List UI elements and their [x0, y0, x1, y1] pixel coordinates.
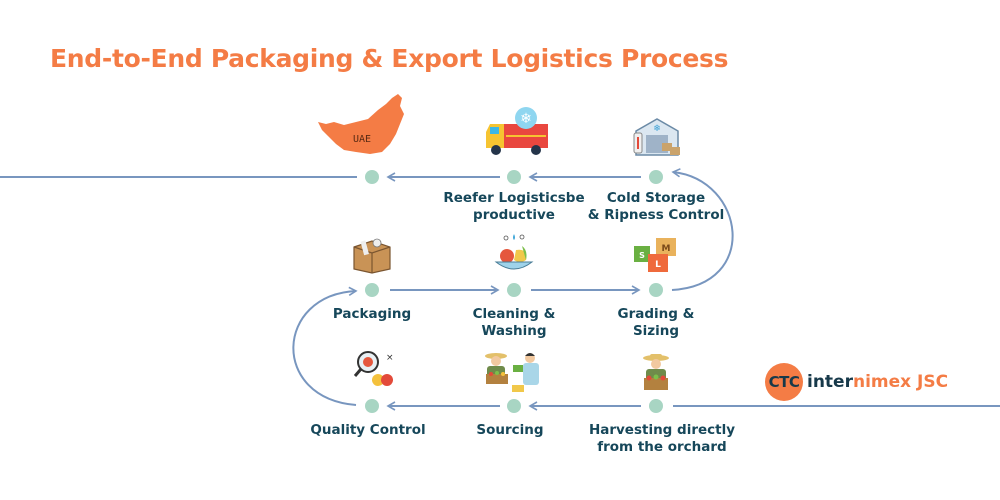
svg-text:M: M: [662, 244, 671, 254]
cold-warehouse-icon: ❄: [633, 118, 680, 156]
node-sourcing: [507, 399, 521, 413]
logo-badge: CTC: [765, 363, 803, 401]
uae-map-label: UAE: [353, 134, 371, 145]
page-title: End-to-End Packaging & Export Logistics …: [50, 44, 729, 73]
step-label-line: Harvesting directly: [588, 422, 736, 438]
step-label-packaging: Packaging: [282, 306, 462, 323]
washing-bowl-icon: [494, 234, 534, 270]
step-label-line: productive: [473, 207, 555, 223]
reefer-truck-icon: ❄: [486, 107, 548, 155]
size-boxes-icon: S M L: [634, 238, 676, 272]
step-label-line: Washing: [481, 323, 547, 339]
svg-text:×: ×: [386, 353, 394, 363]
cardboard-box-icon: [353, 238, 391, 274]
step-label-reefer: Reefer Logisticsbe productive: [424, 190, 604, 224]
step-label-line: & Ripness Control: [587, 207, 725, 223]
step-label-line: Quality Control: [310, 422, 426, 438]
step-label-line: Reefer Logisticsbe: [443, 190, 585, 206]
step-label-cleaning: Cleaning & Washing: [424, 306, 604, 340]
step-label-cold-storage: Cold Storage & Ripness Control: [566, 190, 746, 224]
logo-text-accent: nimex JSC: [852, 372, 949, 392]
step-label-grading: Grading & Sizing: [566, 306, 746, 340]
connector-grading-to-cold: [671, 168, 734, 291]
node-harvesting: [649, 399, 663, 413]
node-cold-storage: [649, 170, 663, 184]
node-grading: [649, 283, 663, 297]
farmer-trading-icon: [485, 353, 539, 392]
step-label-harvesting: Harvesting directly from the orchard: [572, 422, 752, 456]
node-cleaning: [507, 283, 521, 297]
step-label-line: Sourcing: [476, 422, 544, 438]
svg-text:L: L: [655, 260, 661, 270]
node-reefer: [507, 170, 521, 184]
svg-text:❄: ❄: [653, 124, 661, 134]
logo-wordmark: internimex JSC: [807, 372, 948, 392]
logo-text-dark: inter: [807, 372, 853, 392]
svg-text:S: S: [639, 251, 645, 260]
step-label-sourcing: Sourcing: [420, 422, 600, 439]
step-label-line: Packaging: [332, 306, 412, 322]
step-label-line: Grading &: [617, 306, 695, 322]
magnifier-fruit-icon: ×: [353, 351, 394, 386]
step-label-line: from the orchard: [597, 439, 727, 455]
node-destination: [365, 170, 379, 184]
farmer-with-basket-icon: [643, 354, 669, 390]
step-label-line: Sizing: [632, 323, 680, 339]
step-label-quality-control: Quality Control: [278, 422, 458, 439]
svg-text:❄: ❄: [520, 111, 532, 127]
connector-qc-to-packaging: [292, 286, 358, 406]
step-label-line: Cold Storage: [606, 190, 706, 206]
uae-map-icon: UAE: [318, 94, 404, 154]
step-label-line: Cleaning &: [472, 306, 556, 322]
node-packaging: [365, 283, 379, 297]
node-quality-control: [365, 399, 379, 413]
company-logo: CTC internimex JSC: [765, 363, 948, 401]
